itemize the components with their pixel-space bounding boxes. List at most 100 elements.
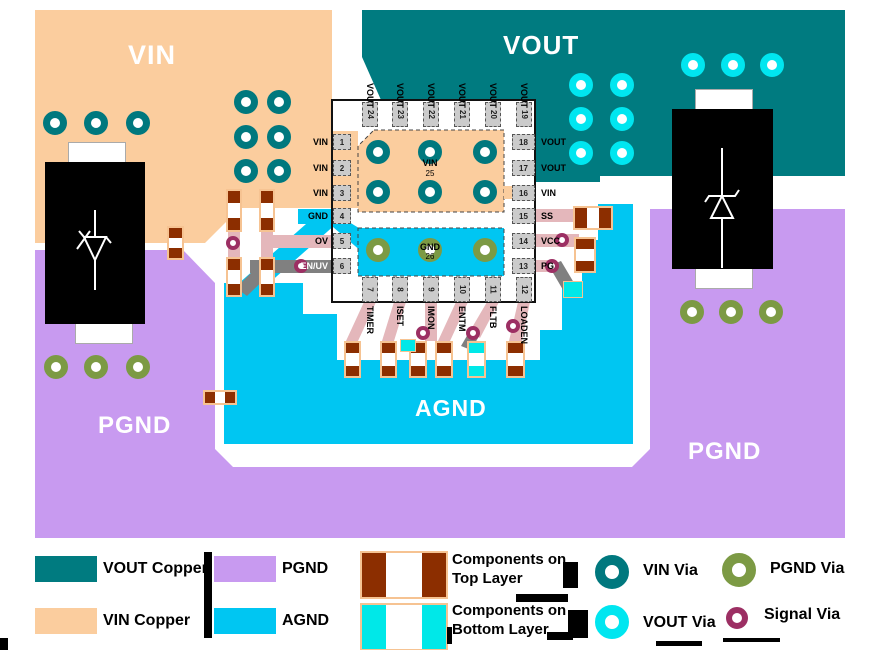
- component-pad: [599, 208, 611, 228]
- component-pad: [169, 228, 182, 238]
- component-pad: [261, 284, 273, 295]
- component-pad: [437, 343, 451, 353]
- vout-via-legend-label: VOUT Via: [643, 614, 716, 631]
- ic-pin-13-pad: 13: [512, 258, 535, 274]
- ic-outline: [331, 99, 536, 303]
- pgnd-via: [680, 300, 704, 324]
- component-pad: [411, 366, 425, 376]
- signal-via: [294, 259, 308, 273]
- pgnd-via: [473, 238, 497, 262]
- ic-pin-23-pad: 23: [392, 102, 408, 127]
- pgnd-bevel-left: [215, 449, 233, 467]
- ic-pin-2-pad: 2: [333, 160, 351, 176]
- ic-pin-20-pad: 20: [485, 102, 501, 127]
- vin-via: [234, 159, 258, 183]
- vout-via: [760, 53, 784, 77]
- pgnd-via-legend-label: PGND Via: [770, 560, 845, 577]
- legend-mark: [516, 594, 568, 602]
- pgnd-swatch: [214, 556, 276, 582]
- ic-pin-12-pad: 12: [516, 277, 532, 302]
- pgnd-legend-label: PGND: [282, 560, 329, 577]
- pin-label-vout: VOUT: [541, 137, 567, 147]
- ic-pin-21-pad: 21: [454, 102, 470, 127]
- agnd-swatch: [214, 608, 276, 634]
- pin-label-vout: VOUT: [488, 82, 498, 108]
- ic-pin-6-pad: 6: [333, 258, 351, 274]
- top-layer-component: [506, 341, 525, 378]
- top-layer-component-symbol: [360, 551, 448, 599]
- legend-divider: [204, 552, 212, 638]
- pin-label-gnd: GND: [308, 211, 328, 221]
- component-pad: [169, 248, 182, 258]
- vin-via: [234, 125, 258, 149]
- agnd-legend-label: AGND: [282, 612, 330, 629]
- pgnd-via: [366, 238, 390, 262]
- pin-label-ss: SS: [541, 211, 554, 221]
- vin-copper-swatch: [35, 608, 97, 634]
- pin-label-vout: VOUT: [426, 82, 436, 108]
- pgnd-via: [759, 300, 783, 324]
- vin-via: [234, 90, 258, 114]
- agnd-region: [224, 204, 633, 444]
- pin-label-vout: VOUT: [365, 82, 375, 108]
- vout-via: [569, 73, 593, 97]
- pgnd-via: [126, 355, 150, 379]
- vin-pad-label: VIN: [422, 158, 438, 168]
- ic-pin-17-pad: 17: [512, 160, 535, 176]
- component-pad: [469, 343, 484, 353]
- pin-label-vout: VOUT: [541, 163, 567, 173]
- comp-top-legend-line1: Components on: [452, 551, 567, 568]
- tvs-symbol-left: [76, 210, 112, 290]
- top-layer-component: [259, 189, 275, 232]
- component-pad: [508, 343, 523, 353]
- pin-label-loaden: LOADEN: [519, 306, 529, 344]
- vin-copper-legend-label: VIN Copper: [103, 612, 191, 629]
- gnd-pad-label: GND: [420, 242, 440, 252]
- bottom-layer-component-symbol: [360, 603, 448, 650]
- ic-pin-9-pad: 9: [423, 277, 439, 302]
- vin-via-legend-label: VIN Via: [643, 562, 698, 579]
- component-pad: [346, 366, 359, 376]
- vout-via: [610, 73, 634, 97]
- component-pad: [228, 284, 240, 295]
- legend-underline: [723, 638, 780, 642]
- vout-via: [610, 141, 634, 165]
- signal-via: [555, 233, 569, 247]
- vin-via: [267, 90, 291, 114]
- gnd-label-strip: [298, 209, 335, 224]
- pgnd-via: [44, 355, 68, 379]
- ic-pin-22-pad: 22: [423, 102, 439, 127]
- ic-pin-14-pad: 14: [512, 233, 535, 249]
- signal-via: [545, 259, 559, 273]
- vin-via: [126, 111, 150, 135]
- vin-via: [267, 125, 291, 149]
- component-pad: [576, 261, 594, 271]
- component-pad: [382, 366, 395, 376]
- vout-via: [569, 141, 593, 165]
- legend-mark: [447, 627, 452, 644]
- ic-pin-5-pad: 5: [333, 233, 351, 249]
- vin-via: [366, 140, 390, 164]
- signal-via: [226, 236, 240, 250]
- corner-mark: [0, 638, 8, 650]
- legend-mark: [563, 562, 578, 588]
- pin-label-timer: TIMER: [365, 306, 375, 334]
- top-layer-component: [344, 341, 361, 378]
- comp-bottom-legend-line2: Bottom Layer: [452, 621, 549, 638]
- vin-pad-number: 25: [425, 169, 435, 178]
- pgnd-right-region-label: PGND: [688, 438, 762, 465]
- vin-via: [473, 140, 497, 164]
- pin-label-pg: PG: [541, 261, 555, 271]
- component-pad: [261, 191, 273, 203]
- signal-via-legend-symbol: [726, 607, 748, 629]
- component-pad: [228, 191, 240, 203]
- gnd-pad-number: 26: [425, 252, 435, 261]
- ic-pin-8-pad: 8: [392, 277, 408, 302]
- pin-label-vin: VIN: [312, 137, 328, 147]
- comp-bottom-legend-line1: Components on: [452, 602, 567, 619]
- pgnd-via: [418, 238, 442, 262]
- pgnd-left-region-label: PGND: [98, 412, 172, 439]
- ic-pin-3-pad: 3: [333, 185, 351, 201]
- pgnd-via: [84, 355, 108, 379]
